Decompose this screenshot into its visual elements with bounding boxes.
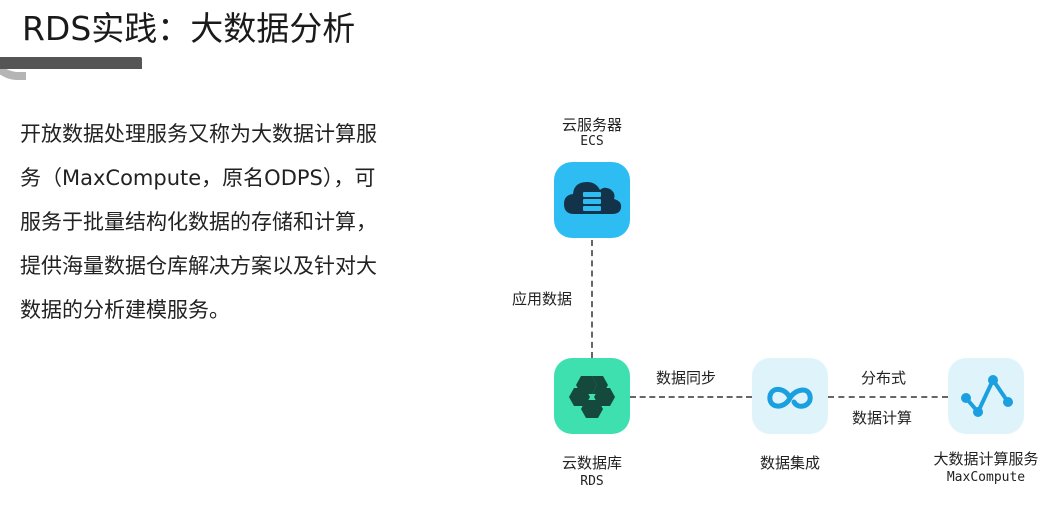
mc-name-cn: 大数据计算服务 <box>933 450 1039 468</box>
rds-name-cn: 云数据库 <box>561 454 622 472</box>
cloud-server-icon <box>564 182 622 214</box>
analytics-icon <box>961 375 1013 417</box>
ecs-node <box>554 162 630 238</box>
connector-ecs-rds <box>591 240 593 358</box>
connector-rds-di <box>630 396 752 398</box>
ecs-name-en: ECS <box>580 134 604 149</box>
title-underline-bar <box>0 57 142 69</box>
di-name-cn: 数据集成 <box>759 454 820 472</box>
page-title: RDS实践：大数据分析 <box>22 9 356 48</box>
edge-label-distributed: 分布式 <box>861 369 907 387</box>
rds-node <box>554 358 630 434</box>
description-paragraph: 开放数据处理服务又称为大数据计算服 务（MaxCompute，原名ODPS），可… <box>20 112 460 332</box>
edge-label-app-data: 应用数据 <box>512 290 573 308</box>
title-curve-decoration <box>0 20 26 80</box>
paragraph-line: 服务于批量结构化数据的存储和计算， <box>20 210 377 234</box>
connector-di-mc <box>828 396 948 398</box>
edge-label-data-compute: 数据计算 <box>852 409 913 427</box>
database-icon <box>569 376 615 418</box>
mc-name-en: MaxCompute <box>946 470 1026 485</box>
maxcompute-node <box>948 358 1024 434</box>
data-integration-icon <box>767 387 813 409</box>
edge-label-data-sync: 数据同步 <box>656 369 717 387</box>
paragraph-line: 提供海量数据仓库解决方案以及针对大 <box>20 254 377 278</box>
paragraph-line: 数据的分析建模服务。 <box>20 298 230 322</box>
data-integration-node <box>752 358 828 434</box>
rds-name-en: RDS <box>580 474 604 489</box>
paragraph-line: 务（MaxCompute，原名ODPS），可 <box>20 166 376 190</box>
paragraph-line: 开放数据处理服务又称为大数据计算服 <box>20 122 377 146</box>
ecs-name-cn: 云服务器 <box>561 116 622 134</box>
